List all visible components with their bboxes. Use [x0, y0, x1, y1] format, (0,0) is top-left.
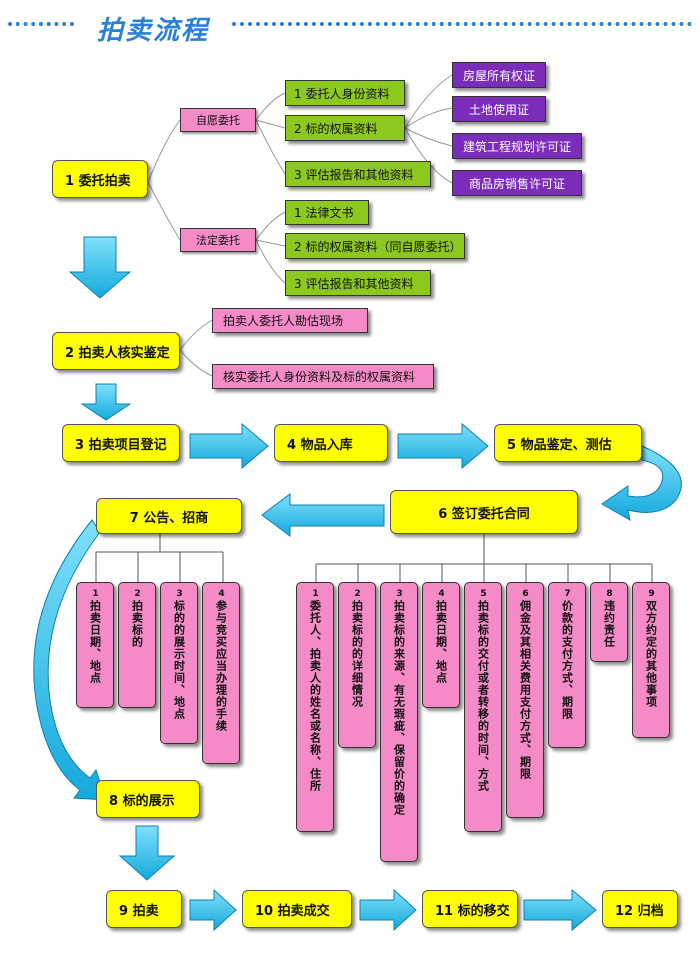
voluntary-item-1: 1 委托人身份资料 — [285, 80, 405, 106]
doc-sales-permit: 商品房销售许可证 — [452, 170, 582, 196]
step2-item-2: 核实委托人身份资料及标的权属资料 — [212, 364, 434, 389]
statutory-box: 法定委托 — [180, 228, 256, 252]
statutory-item-3: 3 评估报告和其他资料 — [285, 270, 431, 296]
voluntary-box: 自愿委托 — [180, 108, 256, 132]
step10-box: 10 拍卖成交 — [242, 890, 352, 928]
doc-planning-permit: 建筑工程规划许可证 — [452, 133, 582, 159]
arrow-curve-5-6 — [601, 445, 682, 521]
doc-house-title: 房屋所有权证 — [452, 62, 546, 88]
title-dots-right — [232, 22, 692, 26]
step1-box: 1 委托拍卖 — [52, 160, 148, 198]
step12-box: 12 归档 — [602, 890, 678, 928]
arrow-down-step2 — [80, 383, 132, 421]
arrow-left-6-7 — [261, 493, 385, 537]
title-dots-left — [8, 22, 74, 26]
arrow-right-3-4 — [189, 422, 269, 470]
arrow-right-9-10 — [189, 888, 237, 932]
arrow-right-10-11 — [359, 888, 417, 932]
voluntary-item-3: 3 评估报告和其他资料 — [285, 161, 431, 187]
step8-box: 8 标的展示 — [96, 780, 200, 818]
step2-box: 2 拍卖人核实鉴定 — [52, 332, 180, 370]
voluntary-item-2: 2 标的权属资料 — [285, 115, 405, 141]
step5-box: 5 物品鉴定、测估 — [494, 424, 642, 462]
step11-box: 11 标的移交 — [422, 890, 518, 928]
statutory-item-2: 2 标的权属资料（同自愿委托） — [285, 233, 465, 259]
arrow-right-4-5 — [397, 422, 489, 470]
arrow-down-step1 — [68, 236, 132, 299]
arrow-right-11-12 — [523, 888, 597, 932]
step9-box: 9 拍卖 — [106, 890, 182, 928]
step2-item-1: 拍卖人委托人勘估现场 — [212, 308, 368, 333]
step4-box: 4 物品入库 — [274, 424, 388, 462]
step3-box: 3 拍卖项目登记 — [62, 424, 180, 462]
arrow-down-step8 — [118, 825, 176, 881]
page-title: 拍卖流程 — [96, 16, 209, 46]
doc-land-use: 土地使用证 — [452, 96, 546, 122]
statutory-item-1: 1 法律文书 — [285, 200, 369, 225]
step7-box: 7 公告、招商 — [96, 498, 242, 534]
step6-box: 6 签订委托合同 — [390, 490, 578, 534]
